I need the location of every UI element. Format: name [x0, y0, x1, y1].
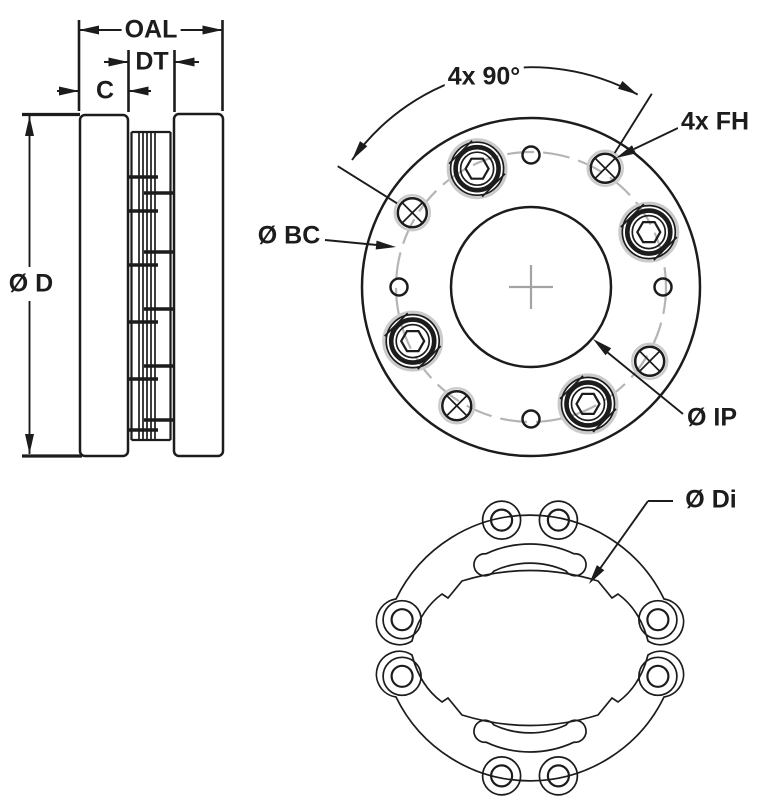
- c-dimension: [57, 86, 151, 96]
- dt-dimension: [104, 50, 199, 112]
- arrowhead: [352, 141, 368, 160]
- right-hub: [172, 112, 225, 458]
- pilot-bore-circle: [449, 205, 613, 369]
- plain-hole: [521, 409, 541, 429]
- bc-callout-leader: [324, 239, 396, 250]
- d-dimension: [22, 112, 82, 458]
- arrowhead: [128, 86, 149, 96]
- ip-label: Ø IP: [683, 405, 741, 431]
- plain-hole: [653, 277, 673, 297]
- hex-socket: [575, 392, 601, 415]
- socket-screw: [382, 310, 444, 372]
- hex-socket: [464, 157, 490, 180]
- socket-screw: [446, 138, 508, 200]
- fh-hole: [630, 342, 669, 380]
- di-callout-leader: [589, 500, 673, 584]
- flex-disc-view: [375, 500, 685, 796]
- ip-callout-leader: [593, 339, 684, 415]
- spacing-label: 4x 90°: [444, 64, 524, 90]
- arrowhead: [59, 86, 79, 96]
- arrowhead: [202, 25, 223, 35]
- arrowhead: [79, 25, 99, 35]
- disc-upper-half: [375, 514, 685, 646]
- oal-dimension: [77, 20, 224, 111]
- fh-callout-leader: [616, 127, 679, 158]
- di-label: Ø Di: [682, 487, 740, 513]
- side-section-view: [22, 20, 225, 458]
- hex-socket: [399, 330, 426, 353]
- socket-screw: [557, 373, 619, 435]
- plain-hole: [389, 277, 409, 297]
- fh-hole: [393, 194, 432, 232]
- fh-hole: [438, 386, 476, 425]
- arrowhead: [25, 116, 34, 136]
- front-flange-view: [324, 66, 702, 458]
- center-mark: [509, 265, 553, 309]
- disc-pack: [128, 130, 174, 442]
- fh-hole: [586, 149, 624, 188]
- bolt-circle: [394, 150, 668, 424]
- arrowhead: [593, 339, 612, 356]
- socket-screw: [618, 201, 680, 263]
- plain-hole: [521, 145, 541, 165]
- arrowhead: [25, 434, 34, 454]
- disc-bushing: [382, 500, 678, 796]
- d-label: Ø D: [5, 271, 57, 297]
- c-label: C: [92, 78, 118, 104]
- disc-lower-half: [375, 650, 685, 782]
- hex-socket: [636, 221, 662, 244]
- disc-lower-slot: [473, 719, 587, 753]
- left-hub: [78, 113, 130, 458]
- arrowhead: [174, 57, 195, 67]
- dt-label: DT: [132, 49, 172, 75]
- arrowhead: [589, 565, 605, 584]
- arrowhead: [108, 57, 129, 67]
- arrowhead: [375, 240, 396, 250]
- arrowhead: [616, 145, 636, 158]
- oal-label: OAL: [121, 17, 181, 43]
- outer-diameter-circle: [360, 116, 702, 458]
- bc-label: Ø BC: [254, 223, 324, 249]
- fh-label: 4x FH: [677, 109, 753, 135]
- arrowhead: [618, 81, 638, 95]
- disc-upper-slot: [473, 543, 587, 577]
